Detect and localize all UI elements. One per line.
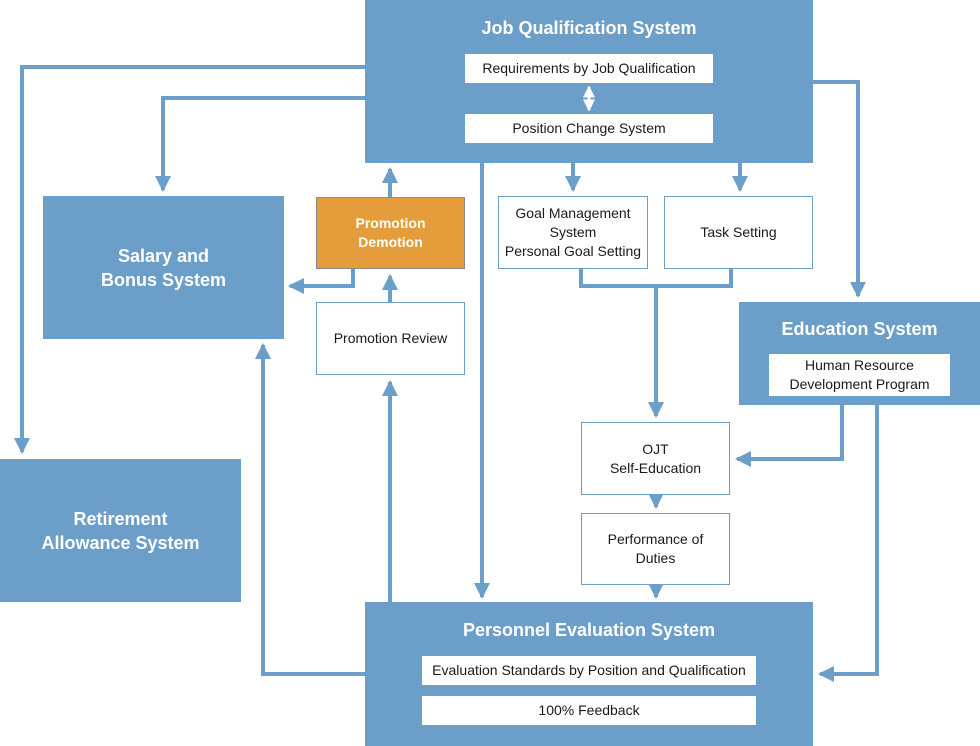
promotion-demotion-box: Promotion Demotion bbox=[316, 197, 465, 269]
arrow-job-to-retirement bbox=[14, 65, 365, 454]
arrow-job-to-education bbox=[813, 80, 866, 298]
job-qualification-title: Job Qualification System bbox=[481, 18, 697, 38]
arrow-evaluation-to-salary bbox=[255, 343, 365, 676]
position-change-box: Position Change System bbox=[465, 114, 713, 143]
retirement-allowance-system-box: Retirement Allowance System bbox=[0, 459, 241, 602]
requirements-box: Requirements by Job Qualification bbox=[465, 54, 713, 83]
education-title: Education System bbox=[781, 319, 938, 339]
connector-goal-task-merge bbox=[579, 269, 733, 288]
job-qualification-system-box: Job Qualification System Requirements by… bbox=[365, 0, 813, 163]
arrow-promotion-to-salary bbox=[288, 269, 355, 294]
arrow-education-to-ojt bbox=[735, 405, 844, 467]
salary-bonus-system-box: Salary and Bonus System bbox=[43, 196, 284, 339]
promotion-review-box: Promotion Review bbox=[316, 302, 465, 375]
hr-development-program-box: Human Resource Development Program bbox=[769, 354, 950, 396]
evaluation-title: Personnel Evaluation System bbox=[462, 620, 716, 640]
education-system-box: Education System Human Resource Developm… bbox=[739, 302, 980, 405]
personnel-evaluation-system-box: Personnel Evaluation System Evaluation S… bbox=[365, 602, 813, 746]
performance-of-duties-box: Performance of Duties bbox=[581, 513, 730, 585]
goal-management-box: Goal Management System Personal Goal Set… bbox=[498, 196, 648, 269]
bidirectional-arrow-icon bbox=[583, 85, 595, 112]
feedback-box: 100% Feedback bbox=[422, 696, 756, 725]
arrow-education-to-evaluation bbox=[818, 405, 879, 682]
task-setting-box: Task Setting bbox=[664, 196, 813, 269]
arrow-job-to-salary bbox=[155, 96, 365, 192]
ojt-self-education-box: OJT Self-Education bbox=[581, 422, 730, 495]
evaluation-standards-box: Evaluation Standards by Position and Qua… bbox=[422, 656, 756, 685]
